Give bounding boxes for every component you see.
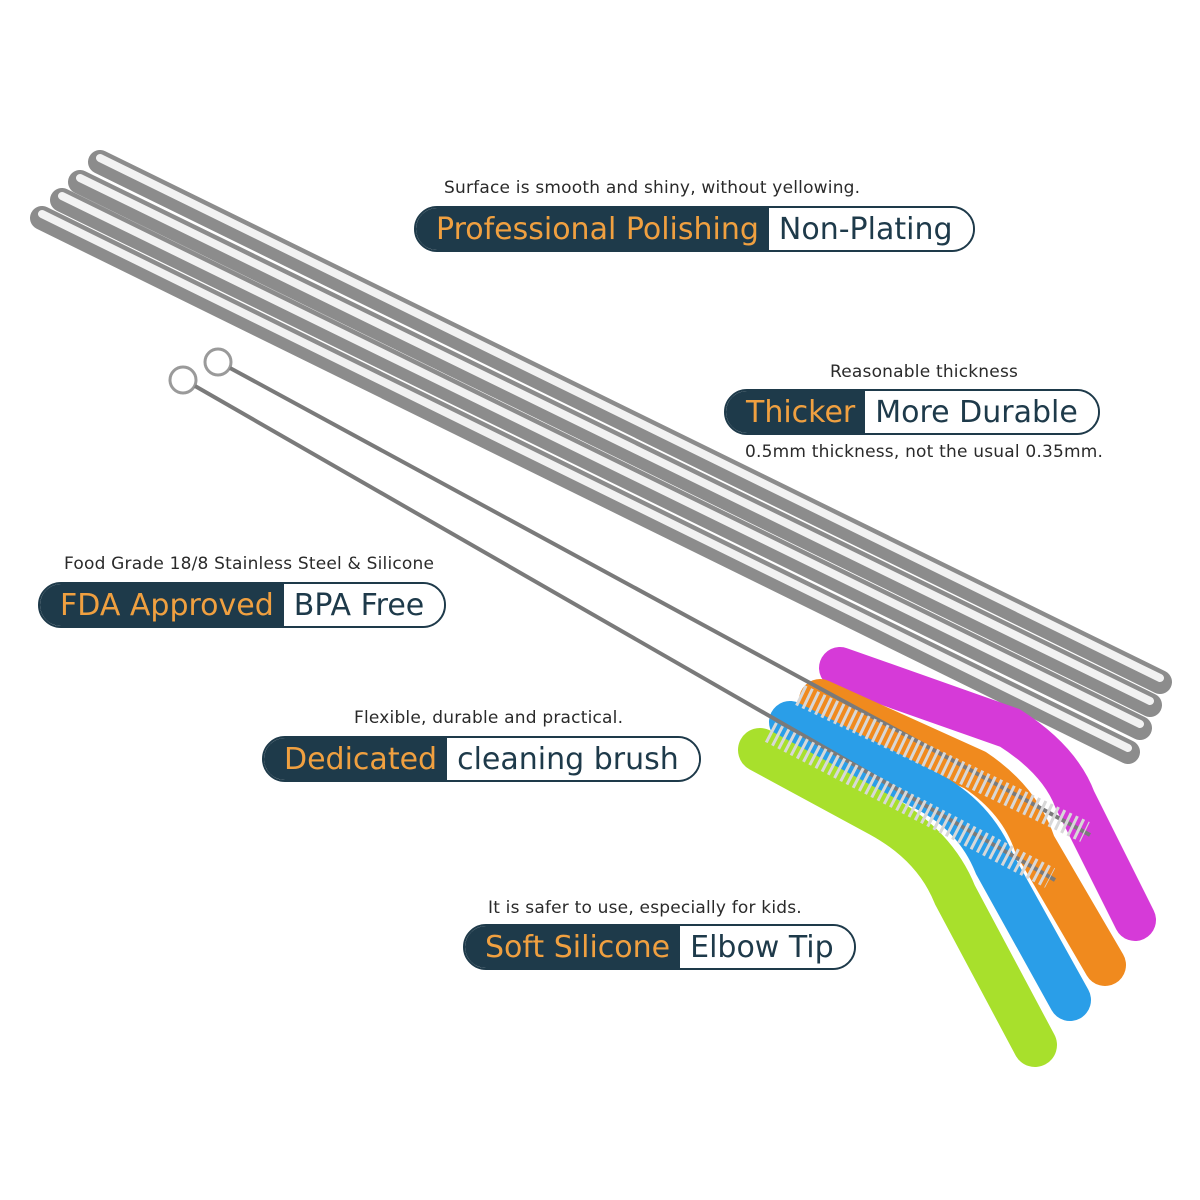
feature-label-thickness: Thicker More Durable <box>724 389 1100 435</box>
feature-detail: BPA Free <box>283 584 445 626</box>
silicone-tip-magenta <box>819 647 1156 941</box>
brush-loop-handle <box>203 347 233 377</box>
feature-highlight: Professional Polishing <box>416 208 769 250</box>
feature-highlight: FDA Approved <box>40 584 284 626</box>
feature-label-brush: Dedicated cleaning brush <box>262 736 701 782</box>
feature-caption-fda: Food Grade 18/8 Stainless Steel & Silico… <box>64 554 435 574</box>
silicone-tip-blue <box>769 701 1091 1021</box>
brush-wire <box>229 366 1091 837</box>
feature-highlight: Soft Silicone <box>465 926 681 968</box>
steel-straw-shine <box>76 174 1154 705</box>
steel-straws <box>30 150 1172 764</box>
steel-straw-shine <box>38 210 1132 752</box>
steel-straw-shine <box>58 192 1144 728</box>
feature-detail: Elbow Tip <box>680 926 854 968</box>
feature-detail: More Durable <box>865 391 1098 433</box>
feature-label-polishing: Professional Polishing Non-Plating <box>414 206 975 252</box>
feature-detail: Non-Plating <box>768 208 973 250</box>
feature-label-silicone: Soft Silicone Elbow Tip <box>463 924 856 970</box>
feature-highlight: Thicker <box>726 391 866 433</box>
feature-detail: cleaning brush <box>447 738 699 780</box>
feature-label-fda: FDA Approved BPA Free <box>38 582 447 628</box>
feature-caption-thickness: Reasonable thickness <box>830 362 1019 382</box>
feature-caption-polishing: Surface is smooth and shiny, without yel… <box>444 178 861 198</box>
cleaning-brushes <box>168 347 1091 888</box>
feature-note-thickness: 0.5mm thickness, not the usual 0.35mm. <box>745 442 1104 462</box>
silicone-tip-green <box>738 728 1057 1067</box>
feature-caption-silicone: It is safer to use, especially for kids. <box>488 898 802 918</box>
brush-loop-handle <box>168 365 198 395</box>
feature-highlight: Dedicated <box>264 738 448 780</box>
feature-caption-brush: Flexible, durable and practical. <box>354 708 624 728</box>
steel-straw-shine <box>96 154 1164 682</box>
